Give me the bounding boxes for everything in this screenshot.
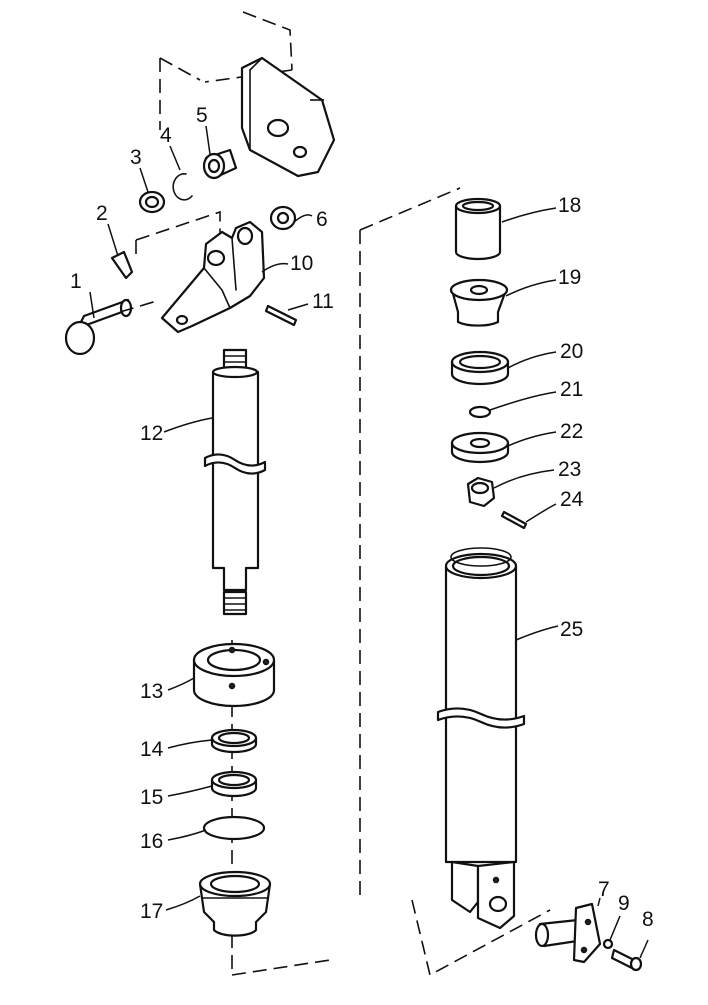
part-9-washer <box>602 938 614 950</box>
callout-label-6: 6 <box>316 208 328 231</box>
part-20-seal <box>450 350 510 386</box>
callout-label-3: 3 <box>130 146 142 169</box>
callout-2: 2 <box>96 202 119 257</box>
callout-20: 20 <box>507 340 583 369</box>
callout-10: 10 <box>261 252 313 275</box>
part-13-gland-nut <box>192 642 276 708</box>
callout-label-20: 20 <box>560 340 583 363</box>
callout-label-21: 21 <box>560 378 583 401</box>
pin-axis <box>119 299 161 313</box>
callout-25: 25 <box>515 618 583 641</box>
part-25-cylinder-barrel <box>436 547 526 930</box>
callout-label-14: 14 <box>140 738 164 761</box>
callout-23: 23 <box>493 458 581 489</box>
callout-label-13: 13 <box>140 680 163 703</box>
part-18-bushing <box>454 197 502 261</box>
callout-1: 1 <box>70 270 95 319</box>
part-2-clip <box>110 250 134 280</box>
part-19-piston <box>449 278 509 327</box>
part-11-roll-pin <box>264 304 298 327</box>
callout-14: 14 <box>140 738 213 761</box>
part-8-bolt <box>610 948 643 972</box>
callout-21: 21 <box>489 378 583 411</box>
part-22-washer <box>450 431 510 464</box>
callout-label-11: 11 <box>312 290 334 313</box>
callout-24: 24 <box>525 488 584 523</box>
callout-label-17: 17 <box>140 900 163 923</box>
callout-label-18: 18 <box>558 194 581 217</box>
callout-11: 11 <box>287 290 334 313</box>
part-6-washer <box>269 205 297 231</box>
part-10-clevis <box>160 220 266 334</box>
callout-5: 5 <box>196 104 211 155</box>
callout-label-9: 9 <box>618 892 630 915</box>
callout-label-16: 16 <box>140 830 163 853</box>
dash-bottom-right <box>411 899 551 977</box>
mounting-frame <box>159 11 336 178</box>
part-12-piston-rod <box>203 348 267 616</box>
callout-label-25: 25 <box>560 618 583 641</box>
callout-15: 15 <box>140 785 213 809</box>
part-1-pin <box>64 298 133 356</box>
callout-6: 6 <box>293 208 328 231</box>
part-16-o-ring <box>202 815 266 841</box>
callout-12: 12 <box>140 417 213 445</box>
callout-label-15: 15 <box>140 786 163 809</box>
callout-17: 17 <box>140 895 201 923</box>
callout-label-8: 8 <box>642 908 654 931</box>
callout-label-12: 12 <box>140 422 163 445</box>
callout-16: 16 <box>140 829 207 853</box>
part-24-cotter-pin <box>500 510 528 530</box>
callout-13: 13 <box>140 677 195 703</box>
callout-label-10: 10 <box>290 252 313 275</box>
part-17-gland <box>198 870 272 937</box>
callout-label-4: 4 <box>160 124 172 147</box>
callout-19: 19 <box>505 266 581 297</box>
callout-3: 3 <box>130 146 149 193</box>
callout-label-22: 22 <box>560 420 583 443</box>
dash-upper-left <box>135 210 221 255</box>
callout-7: 7 <box>597 878 610 907</box>
callout-8: 8 <box>639 908 654 959</box>
callout-label-2: 2 <box>96 202 108 225</box>
callout-label-1: 1 <box>70 270 82 293</box>
callout-label-5: 5 <box>196 104 208 127</box>
callout-4: 4 <box>160 124 181 171</box>
part-14-ring <box>210 728 258 754</box>
callout-label-24: 24 <box>560 488 584 511</box>
callout-label-23: 23 <box>558 458 581 481</box>
callout-label-7: 7 <box>598 878 610 901</box>
part-23-nut <box>466 476 496 508</box>
part-15-ring <box>210 770 258 798</box>
part-7-clevis-pin <box>534 902 602 964</box>
dash-center-vertical <box>359 187 461 900</box>
callout-label-19: 19 <box>558 266 581 289</box>
callout-9: 9 <box>609 892 630 941</box>
part-3-bushing <box>138 190 166 214</box>
callout-18: 18 <box>501 194 581 223</box>
part-4-snap-ring <box>172 173 193 201</box>
part-21-o-ring <box>468 405 492 419</box>
callout-22: 22 <box>507 420 583 447</box>
part-5-bearing <box>202 148 238 180</box>
